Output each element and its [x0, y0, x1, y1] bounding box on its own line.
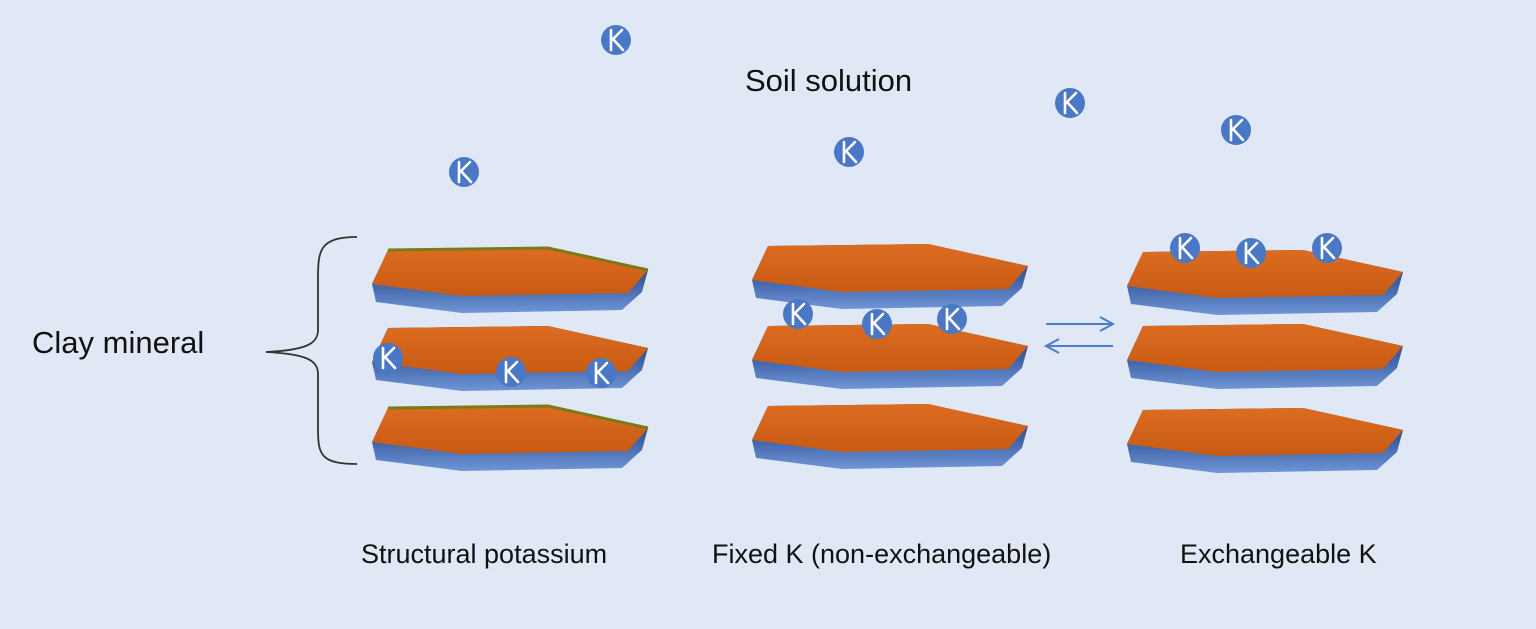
- solution-ions: [447, 23, 1253, 189]
- fixed-stack: [752, 244, 1028, 469]
- clay-mineral-label: Clay mineral: [32, 325, 205, 360]
- clay-plate: [1127, 408, 1403, 473]
- forward-arrow: [1046, 316, 1116, 332]
- k-ion-icon: [584, 356, 618, 390]
- fixed-k-label: Fixed K (non-exchangeable): [712, 539, 1052, 569]
- k-ion-icon: [599, 23, 633, 57]
- k-ion-icon: [1219, 113, 1253, 147]
- k-ion-icon: [781, 297, 815, 331]
- exchangeable-k-label: Exchangeable K: [1180, 539, 1377, 569]
- clay-plate: [372, 406, 648, 471]
- soil-solution-label: Soil solution: [745, 63, 913, 98]
- k-ion-icon: [1053, 86, 1087, 120]
- structural-potassium-label: Structural potassium: [361, 539, 608, 569]
- clay-plate: [1127, 324, 1403, 389]
- k-ion-icon: [1168, 231, 1202, 265]
- k-ion-icon: [447, 155, 481, 189]
- olive-edge: [387, 246, 649, 272]
- k-ion-icon: [371, 341, 405, 375]
- k-ion-icon: [935, 302, 969, 336]
- structural-stack: [372, 246, 649, 471]
- clay-plate: [372, 248, 648, 313]
- clay-plate: [752, 324, 1028, 389]
- clay-plate: [1127, 250, 1403, 315]
- clay-plate: [752, 404, 1028, 469]
- clay-mineral-brace: [265, 236, 358, 465]
- k-ion-icon: [832, 135, 866, 169]
- clay-plate: [752, 244, 1028, 309]
- k-ion-icon: [1310, 231, 1344, 265]
- k-ion-icon: [860, 307, 894, 341]
- olive-edge: [387, 404, 649, 430]
- equilibrium-arrows: [1043, 316, 1116, 354]
- backward-arrow: [1043, 338, 1113, 354]
- k-ion-icon: [1234, 236, 1268, 270]
- exchangeable-stack: [1127, 250, 1403, 473]
- k-ion-icon: [494, 355, 528, 389]
